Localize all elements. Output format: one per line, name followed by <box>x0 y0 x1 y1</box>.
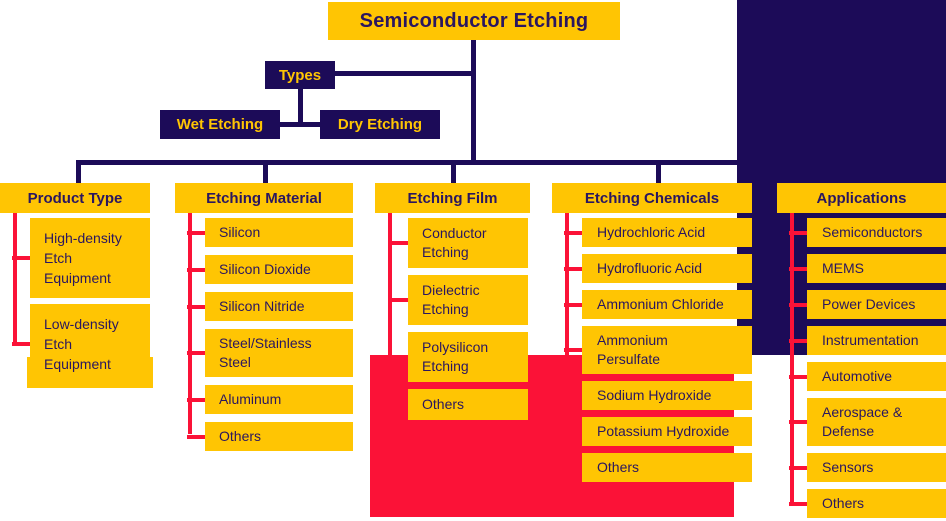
spine-etching-material <box>188 212 192 434</box>
node-applications-others: Others <box>789 489 946 518</box>
node-potassium-hydroxide: Potassium Hydroxide <box>564 417 752 446</box>
spine-applications <box>790 212 794 503</box>
column-header-etching-material: Etching Material <box>175 183 353 213</box>
node-title: Semiconductor Etching <box>328 2 620 40</box>
connector-title-vertical <box>471 40 476 165</box>
connector-wet-dry-horizontal <box>280 122 320 127</box>
node-types: Types <box>265 61 335 89</box>
spine-product-type <box>13 212 17 344</box>
node-conductor-etching: Conductor Etching <box>388 218 528 268</box>
connector-types-horizontal <box>335 71 471 76</box>
column-items-applications: Semiconductors MEMS Power Devices Instru… <box>789 218 946 521</box>
column-items-etching-chemicals: Hydrochloric Acid Hydrofluoric Acid Ammo… <box>564 218 752 489</box>
column-header-product-type: Product Type <box>0 183 150 213</box>
node-silicon-dioxide: Silicon Dioxide <box>187 255 353 284</box>
column-items-product-type: High-density Etch Equipment Low-density … <box>12 218 150 390</box>
node-instrumentation: Instrumentation <box>789 326 946 355</box>
node-sensors: Sensors <box>789 453 946 482</box>
column-header-applications: Applications <box>777 183 946 213</box>
column-items-etching-material: Silicon Silicon Dioxide Silicon Nitride … <box>187 218 353 459</box>
node-power-devices: Power Devices <box>789 290 946 319</box>
connector-stub-etching-material <box>263 160 268 183</box>
node-automotive: Automotive <box>789 362 946 391</box>
node-steel-stainless-steel: Steel/Stainless Steel <box>187 329 353 377</box>
node-aerospace-defense: Aerospace & Defense <box>789 398 946 446</box>
connector-main-horizontal <box>76 160 740 165</box>
node-high-density-etch-equipment: High-density Etch Equipment <box>12 218 150 298</box>
node-ammonium-persulfate: Ammonium Persulfate <box>564 326 752 374</box>
node-film-others: Others <box>388 389 528 420</box>
connector-stub-etching-chemicals <box>656 160 661 183</box>
node-aluminum: Aluminum <box>187 385 353 414</box>
node-chemicals-others: Others <box>564 453 752 482</box>
node-material-others: Others <box>187 422 353 451</box>
node-polysilicon-etching: Polysilicon Etching <box>388 332 528 382</box>
connector-types-vertical <box>298 89 303 127</box>
node-semiconductors: Semiconductors <box>789 218 946 247</box>
spine-etching-film <box>388 212 392 404</box>
node-hydrochloric-acid: Hydrochloric Acid <box>564 218 752 247</box>
node-hydrofluoric-acid: Hydrofluoric Acid <box>564 254 752 283</box>
connector-stub-applications <box>790 160 795 183</box>
connector-stub-product-type <box>76 160 81 183</box>
node-wet-etching: Wet Etching <box>160 110 280 139</box>
node-silicon: Silicon <box>187 218 353 247</box>
column-header-etching-chemicals: Etching Chemicals <box>552 183 752 213</box>
column-header-etching-film: Etching Film <box>375 183 530 213</box>
node-mems: MEMS <box>789 254 946 283</box>
node-dielectric-etching: Dielectric Etching <box>388 275 528 325</box>
node-dry-etching: Dry Etching <box>320 110 440 139</box>
node-low-density-etch-equipment: Low-density Etch Equipment <box>12 304 150 384</box>
node-sodium-hydroxide: Sodium Hydroxide <box>564 381 752 410</box>
node-silicon-nitride: Silicon Nitride <box>187 292 353 321</box>
connector-stub-etching-film <box>451 160 456 183</box>
spine-etching-chemicals <box>565 212 569 467</box>
node-ammonium-chloride: Ammonium Chloride <box>564 290 752 319</box>
column-items-etching-film: Conductor Etching Dielectric Etching Pol… <box>388 218 528 427</box>
